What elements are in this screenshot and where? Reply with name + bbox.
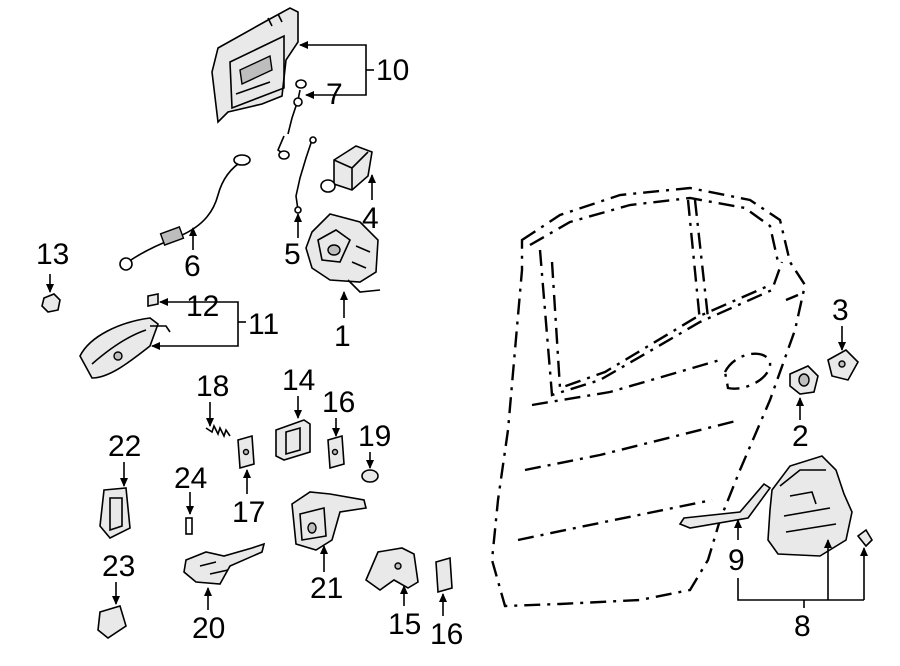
part-3-cover xyxy=(827,349,859,381)
callout-8: 8 xyxy=(794,610,811,643)
part-17-shim xyxy=(237,434,255,470)
callout-12: 12 xyxy=(186,290,219,323)
part-16-shim-lower xyxy=(435,556,453,594)
part-10-door-module-carrier xyxy=(211,7,299,124)
part-19-cap xyxy=(361,469,379,483)
part-24-pin xyxy=(185,517,193,535)
part-8-outside-handle xyxy=(767,455,874,557)
part-2-lock-cylinder xyxy=(789,365,819,395)
callout-22: 22 xyxy=(108,430,141,463)
callout-1: 1 xyxy=(334,320,351,353)
callout-2: 2 xyxy=(792,420,809,453)
part-23-striker xyxy=(97,605,127,639)
part-16-shim xyxy=(327,434,345,470)
callout-10: 10 xyxy=(376,54,409,87)
callout-20: 20 xyxy=(192,612,225,645)
callout-6: 6 xyxy=(184,250,201,283)
leader-lines xyxy=(46,41,868,616)
callout-4: 4 xyxy=(362,202,379,235)
callout-18: 18 xyxy=(196,370,229,403)
callout-21: 21 xyxy=(310,572,343,605)
callout-5: 5 xyxy=(284,238,301,271)
part-22-striker-cover xyxy=(99,487,131,539)
callout-3: 3 xyxy=(832,294,849,327)
callout-11: 11 xyxy=(248,308,279,341)
callout-labels: 10 7 4 5 6 1 13 12 11 18 14 16 19 22 24 … xyxy=(36,54,849,651)
callout-7: 7 xyxy=(326,78,343,111)
callout-19: 19 xyxy=(358,420,391,453)
part-12-handle-clip xyxy=(147,293,159,307)
part-13-plug xyxy=(41,293,61,313)
callout-23: 23 xyxy=(102,550,135,583)
part-14-bracket xyxy=(275,419,311,461)
callout-24: 24 xyxy=(174,462,207,495)
part-21-latch-housing xyxy=(291,491,367,551)
part-11-inside-handle xyxy=(79,317,171,379)
part-4-lock-actuator xyxy=(320,145,373,193)
part-20-door-check xyxy=(183,542,266,585)
callout-17: 17 xyxy=(232,496,265,529)
rear-door-outline xyxy=(490,186,807,608)
part-7-link-rod xyxy=(277,79,307,160)
part-15-hinge xyxy=(365,547,419,591)
part-9-handle-gasket xyxy=(678,482,772,529)
part-5-lock-rod xyxy=(294,136,317,214)
part-18-spring xyxy=(205,423,231,439)
callout-14: 14 xyxy=(282,364,315,397)
part-6-release-cable xyxy=(119,154,251,271)
part-1-door-latch xyxy=(305,213,381,293)
callout-9: 9 xyxy=(728,544,745,577)
callout-16-lower: 16 xyxy=(430,618,463,651)
callout-15: 15 xyxy=(388,608,421,641)
callout-16: 16 xyxy=(322,386,355,419)
callout-13: 13 xyxy=(36,238,69,271)
